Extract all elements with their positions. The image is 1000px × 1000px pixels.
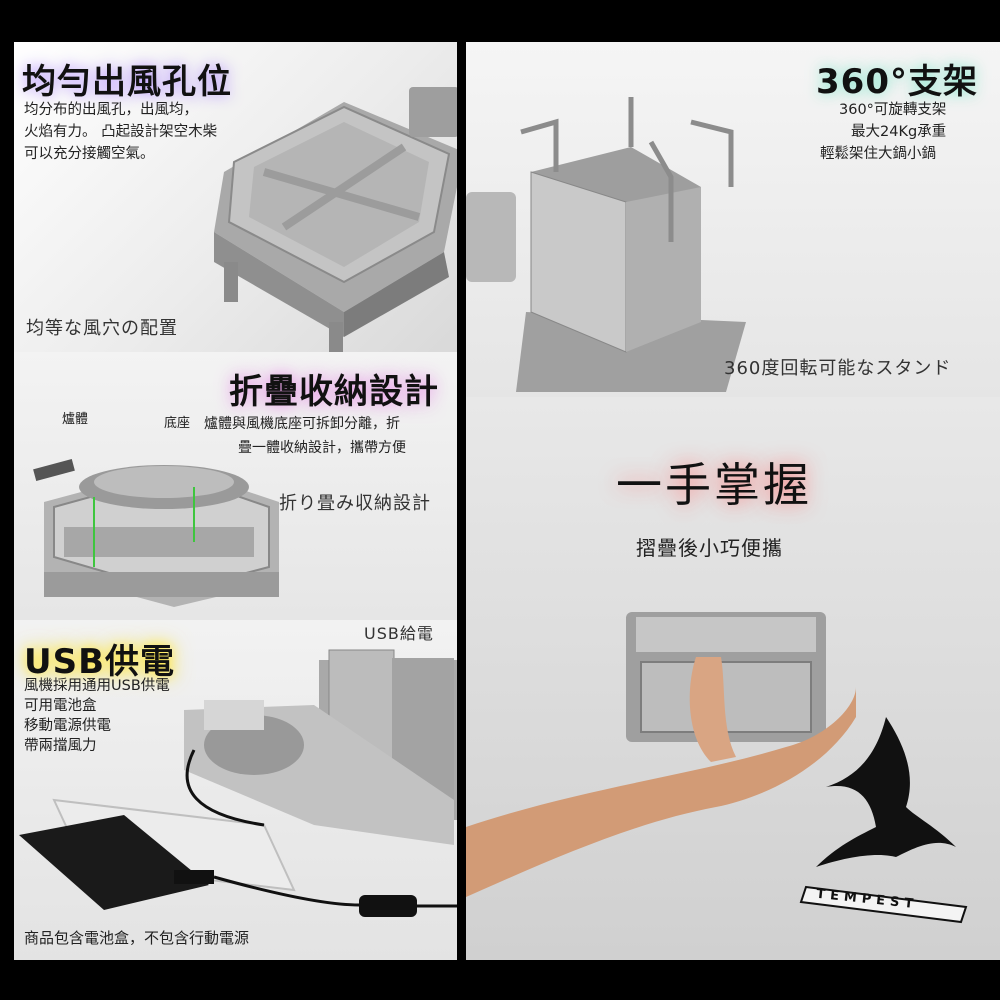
- vent-desc-line-2: 火焰有力。 凸起設計架空木柴: [24, 124, 218, 140]
- stand-title: 360°支架: [816, 62, 978, 102]
- vent-desc-line-1: 均分布的出風孔，出風均，: [24, 102, 198, 118]
- fold-label-base: 底座: [164, 416, 191, 431]
- vent-jp-caption: 均等な風穴の配置: [26, 318, 178, 339]
- fold-desc-line-1: 爐體與風機底座可拆卸分離，折: [204, 416, 400, 432]
- vent-plate-illustration: [214, 87, 457, 352]
- fold-jp-caption: 折り畳み収納設計: [279, 493, 431, 514]
- usb-desc-line-4: 帶兩擋風力: [24, 738, 97, 754]
- fold-desc-line-2: 疊一體收納設計，攜帶方便: [238, 440, 406, 456]
- usb-desc-line-3: 移動電源供電: [24, 718, 111, 734]
- stand-jp-caption: 360度回転可能なスタンド: [724, 358, 952, 379]
- folded-stove-illustration: [33, 459, 279, 607]
- usb-desc-line-1: 風機採用通用USB供電: [24, 678, 170, 694]
- stand-desc-line-1: 360°可旋轉支架: [839, 102, 947, 118]
- rotating-stand-illustration: [466, 97, 746, 392]
- vertical-divider: [457, 42, 466, 960]
- fold-label-body: 爐體: [62, 412, 89, 427]
- hand-title: 一手掌握: [616, 458, 812, 512]
- vent-desc-line-3: 可以充分接觸空氣。: [24, 146, 155, 162]
- hand-holding-stove-illustration: [466, 612, 856, 897]
- usb-jp-caption: USB給電: [364, 624, 434, 643]
- usb-powered-stove-illustration: [19, 649, 457, 917]
- vent-title: 均勻出風孔位: [22, 62, 232, 102]
- stand-desc-line-3: 輕鬆架住大鍋小鍋: [820, 146, 936, 162]
- hand-desc: 摺疊後小巧便攜: [636, 536, 783, 560]
- usb-note: 商品包含電池盒，不包含行動電源: [24, 929, 250, 947]
- fold-title: 折疊收納設計: [229, 372, 439, 412]
- usb-desc-line-2: 可用電池盒: [24, 698, 97, 714]
- tempest-bird-logo: [799, 717, 968, 924]
- panel-stand: 360°支架 360°可旋轉支架 最大24Kg承重 輕鬆架住大鍋小鍋 360度回…: [466, 42, 1000, 397]
- panel-usb: USB給電 USB供電 風機採用通用USB供電 可用電池盒 移動電源供電 帶兩擋…: [14, 620, 457, 960]
- usb-title: USB供電: [24, 642, 176, 682]
- panel-handheld: 一手掌握 摺疊後小巧便攜 TEMPEST: [466, 397, 1000, 960]
- panel-vent: 均勻出風孔位 均分布的出風孔，出風均， 火焰有力。 凸起設計架空木柴 可以充分接…: [14, 42, 457, 352]
- stand-desc-line-2: 最大24Kg承重: [851, 124, 947, 140]
- panel-fold: 折疊收納設計 爐體 底座 爐體與風機底座可拆卸分離，折 疊一體收納設計，攜帶方便…: [14, 352, 457, 620]
